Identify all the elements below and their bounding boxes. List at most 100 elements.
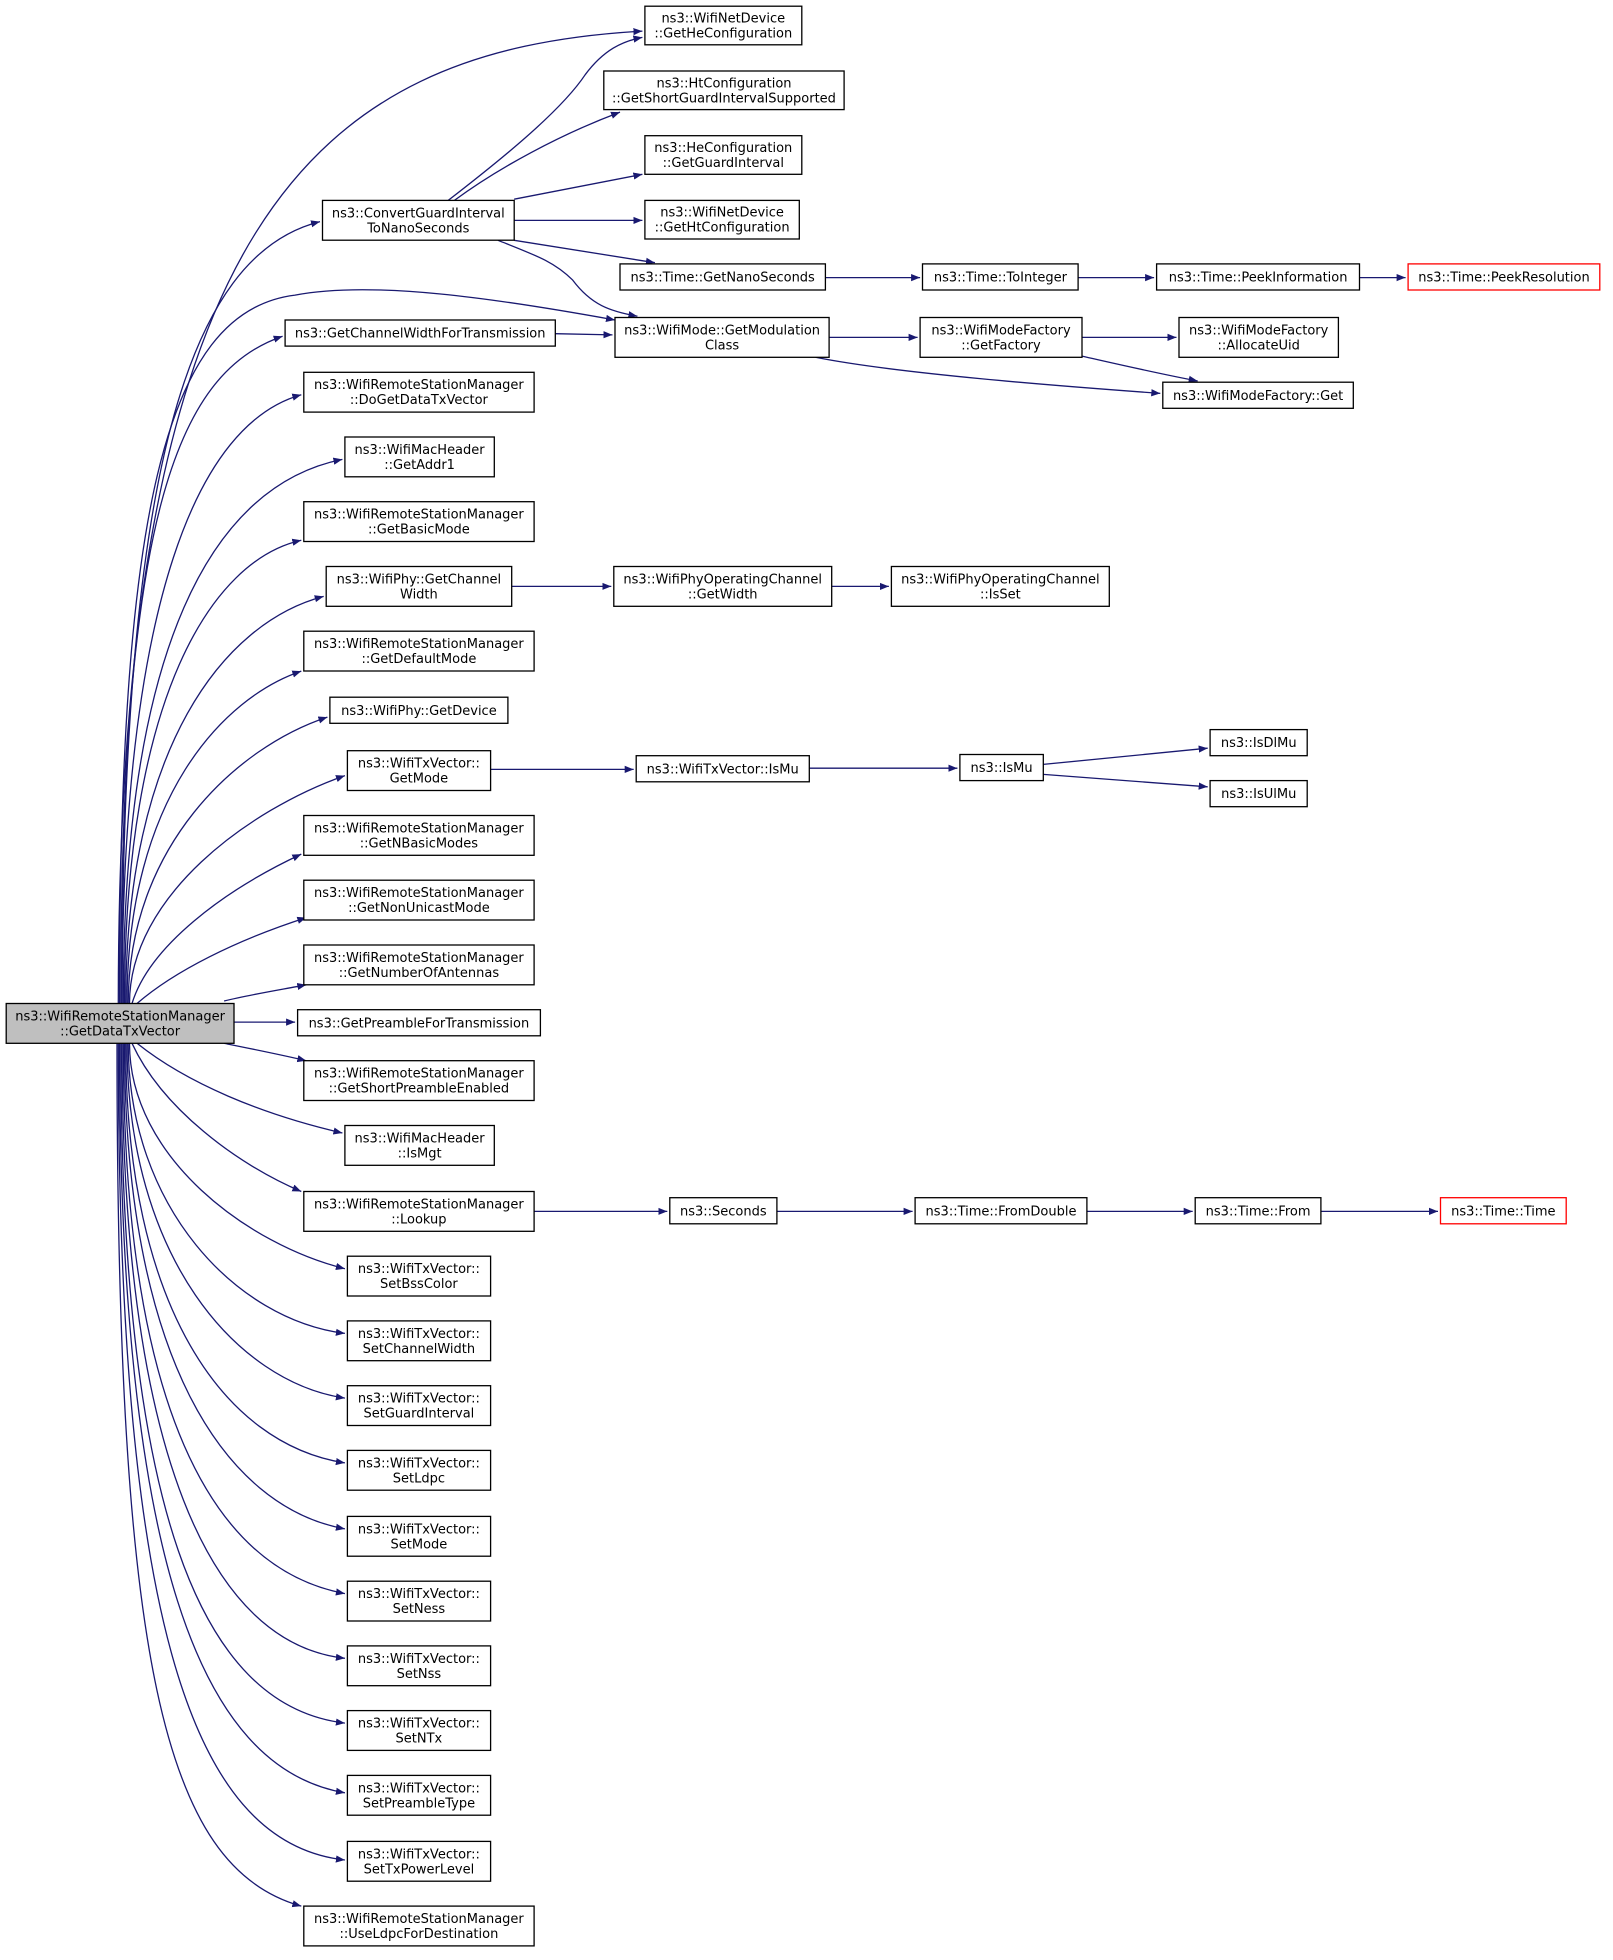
node-allocate-uid[interactable]: ns3::WifiModeFactory::AllocateUid [1178, 316, 1340, 358]
node-is-dl-mu[interactable]: ns3::IsDlMu [1209, 728, 1308, 757]
node-box [644, 5, 803, 46]
node-tx-vec-get-mode[interactable]: ns3::WifiTxVector::GetMode [346, 750, 492, 792]
edge-is-mu-to-is-dl-mu [1043, 745, 1208, 766]
edge-get-data-tx-vector-to-set-ness [122, 1043, 346, 1596]
node-from-double[interactable]: ns3::Time::FromDouble [914, 1197, 1088, 1225]
node-set-guard-interval[interactable]: ns3::WifiTxVector::SetGuardInterval [346, 1385, 492, 1427]
node-set-ntx[interactable]: ns3::WifiTxVector::SetNTx [346, 1709, 492, 1752]
node-use-ldpc-for-destination[interactable]: ns3::WifiRemoteStationManager::UseLdpcFo… [303, 1905, 535, 1947]
node-get-basic-mode[interactable]: ns3::WifiRemoteStationManager::GetBasicM… [303, 501, 535, 543]
node-box [5, 1002, 235, 1044]
edge-get-data-tx-vector-to-is-mgt [136, 1042, 343, 1135]
node-box [1209, 779, 1308, 808]
node-get-nano-seconds[interactable]: ns3::Time::GetNanoSeconds [619, 263, 827, 291]
node-label: ::GetFactory [961, 338, 1041, 353]
node-box [344, 436, 495, 478]
edge-convert-guard-interval-to-nano-seconds-to-get-modulation-class [497, 239, 638, 319]
node-get-data-tx-vector[interactable]: ns3::WifiRemoteStationManager::GetDataTx… [5, 1002, 235, 1044]
node-box [346, 1515, 492, 1557]
edge-is-mu-to-is-ul-mu [1043, 773, 1208, 790]
node-tx-vec-is-mu[interactable]: ns3::WifiTxVector::IsMu [635, 755, 810, 783]
node-seconds[interactable]: ns3::Seconds [669, 1197, 778, 1225]
node-label: ns3::WifiTxVector:: [358, 1652, 480, 1667]
node-get-device[interactable]: ns3::WifiPhy::GetDevice [329, 696, 509, 724]
node-box [303, 371, 535, 413]
node-get-non-unicast-mode[interactable]: ns3::WifiRemoteStationManager::GetNonUni… [303, 879, 535, 921]
edge-get-data-tx-vector-to-set-ntx [120, 1043, 345, 1726]
node-label: ::UseLdpcForDestination [339, 1927, 498, 1942]
node-label: SetNss [397, 1667, 442, 1682]
node-set-channel-width[interactable]: ns3::WifiTxVector::SetChannelWidth [346, 1320, 492, 1362]
edge-get-channel-width-for-transmission-to-get-modulation-class [555, 331, 613, 339]
edge-convert-guard-interval-to-nano-seconds-to-get-short-guard-interval-supported [454, 111, 621, 201]
node-label: ns3::WifiPhy::GetDevice [341, 704, 497, 719]
node-label: ns3::WifiRemoteStationManager [314, 1067, 524, 1082]
node-box [1155, 263, 1361, 291]
node-phy-get-channel-width[interactable]: ns3::WifiPhy::GetChannelWidth [325, 565, 513, 607]
node-label: ::AllocateUid [1217, 338, 1299, 353]
node-label: ns3::WifiPhyOperatingChannel [901, 572, 1100, 587]
node-time-time[interactable]: ns3::Time::Time [1439, 1197, 1567, 1225]
node-box [303, 630, 535, 672]
node-do-get-data-tx-vector[interactable]: ns3::WifiRemoteStationManager::DoGetData… [303, 371, 535, 413]
node-box [1194, 1197, 1322, 1225]
node-lookup[interactable]: ns3::WifiRemoteStationManager::Lookup [303, 1190, 535, 1232]
edge-get-data-tx-vector-to-set-bss-color [128, 1043, 346, 1271]
node-label: Width [400, 587, 438, 602]
node-is-mu[interactable]: ns3::IsMu [959, 753, 1044, 782]
node-label: ::GetWidth [688, 587, 758, 602]
node-box [296, 1009, 542, 1037]
node-box [1209, 728, 1308, 757]
node-box [346, 1449, 492, 1491]
node-get-addr1[interactable]: ns3::WifiMacHeader::GetAddr1 [344, 436, 495, 478]
node-label: ::GetNumberOfAntennas [339, 966, 500, 981]
node-label: ::GetDefaultMode [361, 652, 476, 667]
node-set-preamble-type[interactable]: ns3::WifiTxVector::SetPreambleType [346, 1774, 492, 1816]
node-set-nss[interactable]: ns3::WifiTxVector::SetNss [346, 1645, 492, 1687]
node-factory-get[interactable]: ns3::WifiModeFactory::Get [1162, 381, 1354, 409]
node-get-ht-configuration[interactable]: ns3::WifiNetDevice::GetHtConfiguration [644, 199, 800, 240]
node-label: ::DoGetDataTxVector [350, 393, 489, 408]
node-op-ch-is-set[interactable]: ns3::WifiPhyOperatingChannel::IsSet [890, 565, 1110, 607]
edge-get-modulation-class-to-factory-get [815, 356, 1161, 397]
node-box [346, 1320, 492, 1362]
node-op-ch-get-width[interactable]: ns3::WifiPhyOperatingChannel::GetWidth [613, 565, 833, 607]
node-get-channel-width-for-transmission[interactable]: ns3::GetChannelWidthForTransmission [284, 319, 556, 347]
node-set-ldpc[interactable]: ns3::WifiTxVector::SetLdpc [346, 1449, 492, 1491]
node-get-preamble-for-transmission[interactable]: ns3::GetPreambleForTransmission [296, 1009, 542, 1037]
node-is-ul-mu[interactable]: ns3::IsUlMu [1209, 779, 1308, 808]
node-label: ns3::WifiTxVector:: [358, 757, 480, 772]
node-get-nbasic-modes[interactable]: ns3::WifiRemoteStationManager::GetNBasic… [303, 814, 535, 856]
node-set-mode[interactable]: ns3::WifiTxVector::SetMode [346, 1515, 492, 1557]
node-label: ToNanoSeconds [366, 221, 469, 236]
node-get-factory[interactable]: ns3::WifiModeFactory::GetFactory [919, 316, 1083, 358]
node-box [346, 1255, 492, 1297]
node-is-mgt[interactable]: ns3::WifiMacHeader::IsMgt [344, 1124, 495, 1166]
edge-get-data-tx-vector-to-set-channel-width [127, 1043, 345, 1336]
node-label: ns3::WifiRemoteStationManager [314, 508, 524, 523]
node-box [914, 1197, 1088, 1225]
node-box [346, 1645, 492, 1687]
node-set-bss-color[interactable]: ns3::WifiTxVector::SetBssColor [346, 1255, 492, 1297]
node-peek-resolution[interactable]: ns3::Time::PeekResolution [1407, 263, 1601, 291]
node-label: ns3::WifiMode::GetModulation [624, 323, 820, 338]
node-get-he-configuration[interactable]: ns3::WifiNetDevice::GetHeConfiguration [644, 5, 803, 46]
node-get-short-preamble-enabled[interactable]: ns3::WifiRemoteStationManager::GetShortP… [303, 1060, 535, 1102]
node-label: SetMode [391, 1537, 448, 1552]
node-set-ness[interactable]: ns3::WifiTxVector::SetNess [346, 1580, 492, 1622]
node-get-default-mode[interactable]: ns3::WifiRemoteStationManager::GetDefaul… [303, 630, 535, 672]
node-label: ns3::WifiPhy::GetChannel [337, 572, 502, 587]
node-peek-information[interactable]: ns3::Time::PeekInformation [1155, 263, 1361, 291]
node-label: ns3::WifiRemoteStationManager [314, 637, 524, 652]
node-get-short-guard-interval-supported[interactable]: ns3::HtConfiguration::GetShortGuardInter… [603, 70, 845, 111]
node-box [1439, 1197, 1567, 1225]
node-set-tx-power-level[interactable]: ns3::WifiTxVector::SetTxPowerLevel [346, 1840, 492, 1882]
node-get-number-of-antennas[interactable]: ns3::WifiRemoteStationManager::GetNumber… [303, 944, 535, 986]
edge-get-data-tx-vector-to-get-non-unicast-mode [136, 916, 307, 1004]
node-to-integer[interactable]: ns3::Time::ToInteger [921, 263, 1079, 291]
edge-get-data-tx-vector-to-get-device [127, 716, 328, 1004]
node-get-guard-interval[interactable]: ns3::HeConfiguration::GetGuardInterval [644, 135, 803, 175]
node-time-from[interactable]: ns3::Time::From [1194, 1197, 1322, 1225]
